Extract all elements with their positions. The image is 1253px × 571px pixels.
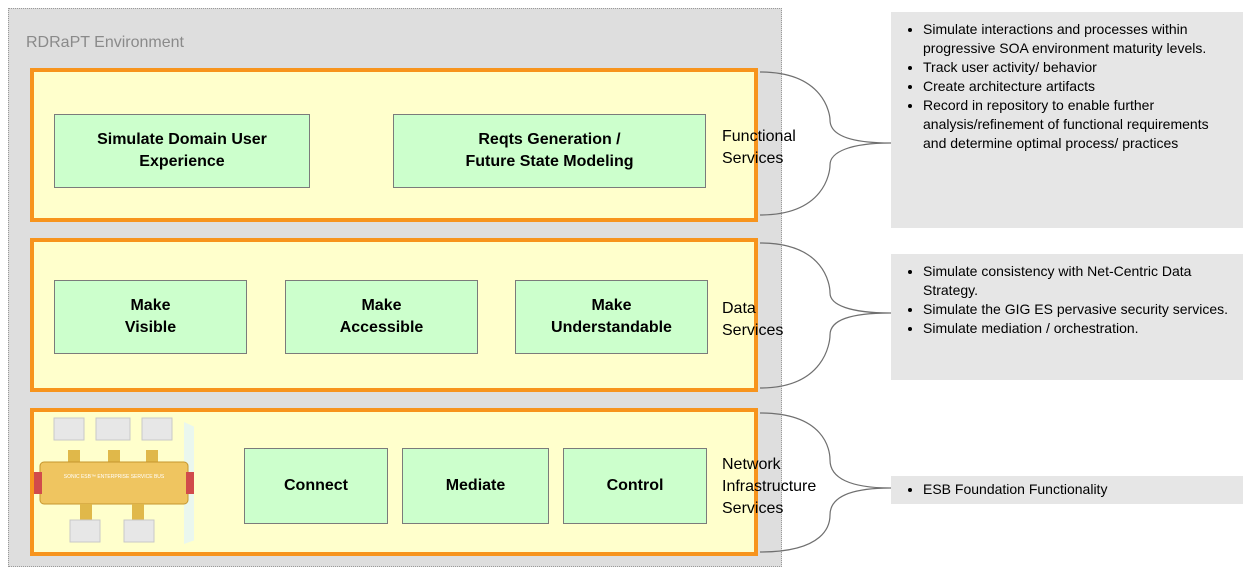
web-service-block <box>123 519 155 543</box>
j2ee-app-block <box>53 417 85 441</box>
bus-end-cap <box>186 472 194 494</box>
note-item: Record in repository to enable further a… <box>923 96 1233 153</box>
mediate-box: Mediate <box>402 448 549 524</box>
note-item: ESB Foundation Functionality <box>923 480 1233 499</box>
network-brace <box>759 412 892 553</box>
network-infrastructure-services-label: Network Infrastructure Services <box>722 456 817 517</box>
network-services-notes: ESB Foundation Functionality <box>891 476 1243 504</box>
note-item: Simulate mediation / orchestration. <box>923 319 1233 338</box>
note-item: Simulate interactions and processes with… <box>923 20 1233 58</box>
sonic-esb-diagram: SONIC ESB™ ENTERPRISE SERVICE BUS <box>34 417 194 544</box>
reqts-generation-box: Reqts Generation / Future State Modeling <box>393 114 706 188</box>
data-brace <box>759 242 892 389</box>
bus-end-cap <box>34 472 42 494</box>
connect-box: Connect <box>244 448 388 524</box>
note-item: Track user activity/ behavior <box>923 58 1233 77</box>
functional-brace <box>759 71 892 216</box>
packaged-app-block <box>95 417 131 441</box>
data-services-notes: Simulate consistency with Net-Centric Da… <box>891 254 1243 380</box>
note-item: Simulate the GIG ES pervasive security s… <box>923 300 1233 319</box>
make-understandable-box: Make Understandable <box>515 280 708 354</box>
partner-system-block <box>69 519 101 543</box>
data-services-label: Data Services <box>722 300 784 339</box>
functional-services-label: Functional Services <box>722 128 796 167</box>
note-item: Simulate consistency with Net-Centric Da… <box>923 262 1233 300</box>
simulate-domain-user-experience-box: Simulate Domain User Experience <box>54 114 310 188</box>
connector <box>80 504 92 520</box>
make-visible-box: Make Visible <box>54 280 247 354</box>
control-box: Control <box>563 448 707 524</box>
dotnet-app-block <box>141 417 173 441</box>
functional-services-notes: Simulate interactions and processes with… <box>891 12 1243 228</box>
connector <box>132 504 144 520</box>
environment-title: RDRaPT Environment <box>26 34 184 51</box>
make-accessible-box: Make Accessible <box>285 280 478 354</box>
esb-title-text: SONIC ESB™ ENTERPRISE SERVICE BUS <box>64 474 165 480</box>
note-item: Create architecture artifacts <box>923 77 1233 96</box>
